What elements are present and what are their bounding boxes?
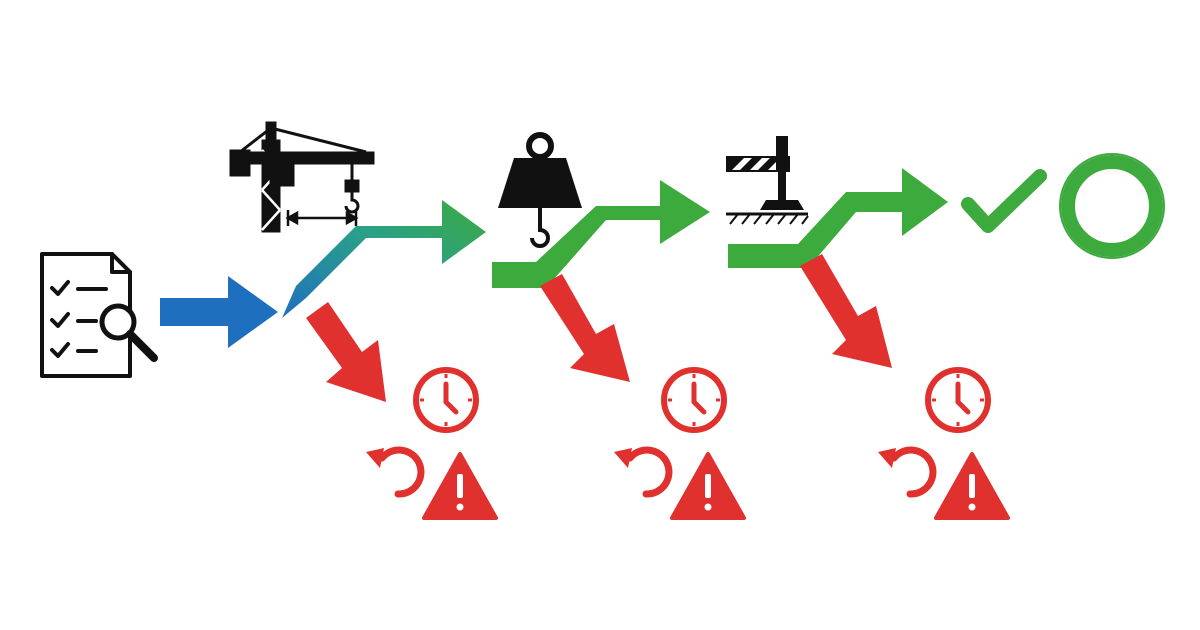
clock-icon — [925, 367, 991, 433]
warning-triangle-icon — [422, 452, 498, 520]
fail-arrow-1 — [306, 302, 386, 402]
failure-cluster-1 — [366, 367, 498, 520]
fail-arrow-3 — [800, 254, 892, 368]
failure-cluster-2 — [614, 367, 746, 520]
clock-icon — [413, 367, 479, 433]
ring-icon — [1059, 153, 1165, 259]
weight-hook-icon — [498, 132, 582, 248]
pass-arrow-3 — [728, 168, 948, 268]
clock-icon — [661, 367, 727, 433]
barrier-ground-icon — [726, 136, 809, 225]
redo-arrow-icon — [614, 446, 673, 498]
check-mark-icon — [961, 169, 1047, 233]
tower-crane-icon — [229, 121, 375, 233]
checklist-magnifier-icon — [40, 252, 158, 378]
warning-triangle-icon — [670, 452, 746, 520]
redo-arrow-icon — [366, 446, 425, 498]
failure-cluster-3 — [878, 367, 1010, 520]
pass-arrow-2 — [492, 180, 710, 288]
start-arrow — [160, 276, 278, 348]
warning-triangle-icon — [934, 452, 1010, 520]
redo-arrow-icon — [878, 446, 937, 498]
fail-arrow-2 — [540, 274, 630, 382]
pass-arrow-1 — [282, 200, 486, 318]
